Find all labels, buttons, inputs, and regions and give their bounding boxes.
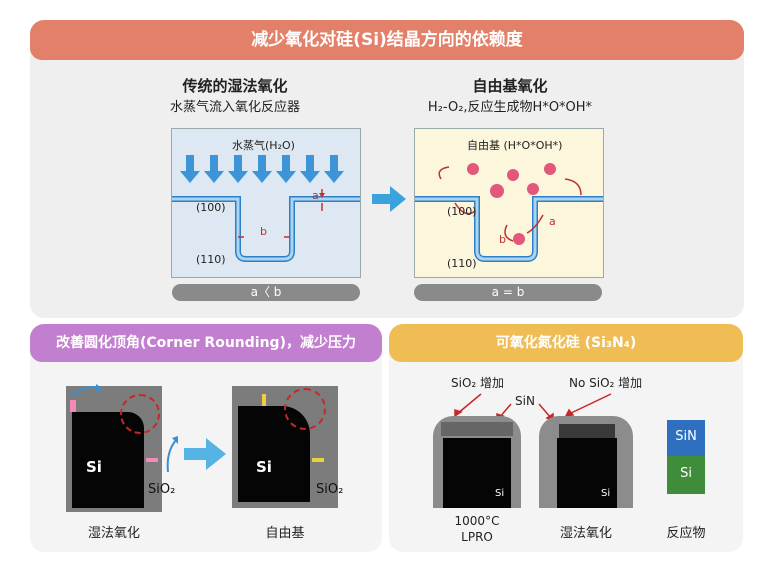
nitride-oxidation-banner: 可氧化氮化硅 (Si₃N₄) [389,324,743,362]
top-banner: 减少氧化对硅(Si)结晶方向的依赖度 [30,20,744,60]
wet-caption: 湿法氧化 [87,526,140,541]
wet-result-pill: a〈 b [172,284,360,301]
top-title: 减少氧化对硅(Si)结晶方向的依赖度 [251,30,523,50]
right-heading: 自由基氧化 [472,77,548,95]
lpro-image: Si [433,416,521,508]
next-arrow-icon [184,438,226,470]
legend-sin-label: SiN [675,429,697,444]
sio2-increase-label: SiO₂ 增加 [451,376,505,390]
left-subheading: 水蒸气流入氧化反应器 [169,100,300,115]
legend-si-swatch: Si [667,456,705,494]
radical-caption: 自由基 [265,526,305,541]
water-vapor-label: 水蒸气(H₂O) [232,139,295,152]
radical-label: 自由基 (H*O*OH*) [467,139,563,152]
sio2-label: SiO₂ [316,482,344,497]
legend-caption: 反应物 [666,526,706,541]
left-heading: 传统的湿法氧化 [182,77,288,95]
nitride-oxidation-panel: 可氧化氮化硅 (Si₃N₄) SiO₂ 增加 No SiO₂ 增加 SiN Si… [389,324,743,552]
si-label: Si [86,458,102,476]
corner-rounding-panel: 改善圆化顶角(Corner Rounding)，减少压力 Si SiO₂ 湿法氧… [30,324,382,552]
sin-layer [559,424,615,438]
no-sio2-increase-label: No SiO₂ 增加 [569,376,643,390]
pink-marker [70,400,76,412]
wet-nitride-image: Si [539,416,633,508]
label-110: (110) [196,253,226,266]
label-a: a [312,189,319,202]
lpro-caption-line1: 1000°C [454,514,500,528]
corner-rounding-title: 改善圆化顶角(Corner Rounding)，减少压力 [56,335,356,351]
legend-sin-swatch: SiN [667,420,705,456]
wet-oxidation-image: Si SiO₂ [66,386,175,512]
radical-label-b: b [499,233,506,246]
wet-oxidation-diagram: 水蒸气(H₂O) (100) (110) a b [171,128,361,278]
si-block [443,438,511,508]
corner-rounding-banner: 改善圆化顶角(Corner Rounding)，减少压力 [30,324,382,362]
sin-layer [441,422,513,436]
flow-arrow-icon [71,384,102,397]
water-vapor-arrows-icon [172,155,360,262]
wet-nitride-caption: 湿法氧化 [559,526,612,541]
corner-highlight-circle [120,394,160,434]
sin-label: SiN [515,394,535,408]
si-label: Si [495,488,505,499]
si-label: Si [256,458,272,476]
next-arrow-icon [372,186,406,212]
sio2-label: SiO₂ [148,482,176,497]
si-block [557,438,617,508]
radical-image: Si SiO₂ [232,386,343,508]
si-label: Si [601,488,611,499]
label-100: (100) [196,201,226,214]
right-subheading: H₂-O₂,反应生成物H*O*OH* [427,100,593,115]
flow-arrow-up-icon [166,436,178,473]
top-panel: 减少氧化对硅(Si)结晶方向的依赖度 传统的湿法氧化 水蒸气流入氧化反应器 水蒸… [30,20,744,318]
nitride-oxidation-title: 可氧化氮化硅 (Si₃N₄) [495,335,637,351]
lpro-caption-line2: LPRO [461,530,493,544]
legend-si-label: Si [680,466,692,481]
radical-label-110: (110) [447,257,477,270]
radical-particles-icon [415,163,603,262]
pink-marker [146,458,158,462]
yellow-marker [312,458,324,462]
label-b: b [260,225,267,238]
radical-label-100: (100) [447,205,477,218]
corner-highlight-circle [284,388,326,430]
radical-label-a: a [549,215,556,228]
radical-oxidation-diagram: 自由基 (H*O*OH*) (100) (110) a b [414,128,604,278]
radical-result-pill: a = b [414,284,602,301]
yellow-marker [262,394,266,406]
